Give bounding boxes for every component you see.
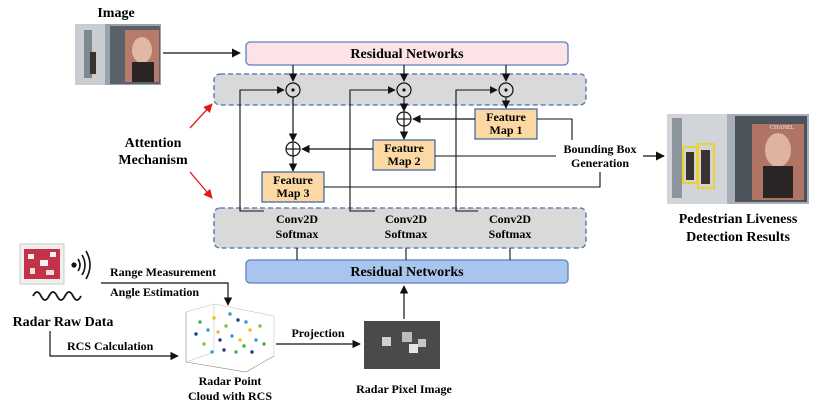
feature-map-1-line1: Feature xyxy=(486,110,526,124)
point-cloud-plot xyxy=(185,303,275,373)
conv-label-3-line1: Conv2D xyxy=(489,212,531,226)
point-cloud-label-line1: Radar Point xyxy=(199,374,262,388)
feature-map-3-line1: Feature xyxy=(273,173,313,187)
conv-label-2-line1: Conv2D xyxy=(385,212,427,226)
pixel-image-label: Radar Pixel Image xyxy=(356,382,452,396)
detection-result-photo: CHANEL xyxy=(667,114,809,204)
radar-raw-label: Radar Raw Data xyxy=(13,315,114,330)
projection-label: Projection xyxy=(291,326,344,340)
attention-label-line2: Mechanism xyxy=(118,153,188,168)
feature-map-2 xyxy=(372,139,436,171)
street-photo-thumbnail xyxy=(75,24,161,85)
feature-map-2-line1: Feature xyxy=(384,141,424,155)
feature-map-2-line2: Map 2 xyxy=(388,154,421,168)
attention-arrow-down xyxy=(189,171,213,199)
conv-label-1-line2: Softmax xyxy=(276,227,319,241)
feature-map-1-line2: Map 1 xyxy=(490,123,523,137)
attention-label-line1: Attention xyxy=(125,136,182,151)
radar-board-icon xyxy=(19,243,65,285)
waveform-icon xyxy=(32,291,82,301)
image-label: Image xyxy=(97,6,134,21)
residual-networks-bottom xyxy=(245,259,569,284)
bbox-label-line1: Bounding Box xyxy=(563,142,636,156)
results-label-line2: Detection Results xyxy=(686,230,790,245)
raw-to-rcs-arrow xyxy=(49,331,179,361)
radar-pixel-image xyxy=(364,321,440,369)
add-operator-1 xyxy=(285,141,301,157)
conv-label-2-line2: Softmax xyxy=(385,227,428,241)
rcs-label: RCS Calculation xyxy=(67,339,154,353)
attention-loop-1 xyxy=(239,86,285,212)
conv-label-1-line1: Conv2D xyxy=(276,212,318,226)
attention-loop-3 xyxy=(455,86,498,212)
raw-to-pointcloud-arrow xyxy=(101,282,233,306)
residual-networks-top xyxy=(245,41,569,66)
fm3-to-bbox xyxy=(324,172,601,188)
feature-map-1 xyxy=(474,108,538,140)
point-cloud-label-line2: Cloud with RCS xyxy=(188,389,272,403)
attention-arrow-up xyxy=(189,103,213,129)
bbox-label-line2: Generation xyxy=(571,156,629,170)
feature-map-3-line2: Map 3 xyxy=(277,186,310,200)
add-operator-2 xyxy=(396,111,412,127)
residual-networks-bottom-label: Residual Networks xyxy=(350,265,464,280)
attention-band-bottom xyxy=(213,207,587,249)
fm1-to-bbox xyxy=(537,118,573,140)
range-label: Range Measurement xyxy=(110,265,216,279)
angle-label: Angle Estimation xyxy=(110,285,199,299)
conv-label-3-line2: Softmax xyxy=(489,227,532,241)
feature-map-3 xyxy=(261,171,325,203)
residual-networks-top-label: Residual Networks xyxy=(350,47,464,62)
svg-text:CHANEL: CHANEL xyxy=(770,125,795,131)
results-label-line1: Pedestrian Liveness xyxy=(679,212,798,227)
attention-loop-2 xyxy=(349,86,396,212)
radar-signal-icon xyxy=(71,250,91,280)
